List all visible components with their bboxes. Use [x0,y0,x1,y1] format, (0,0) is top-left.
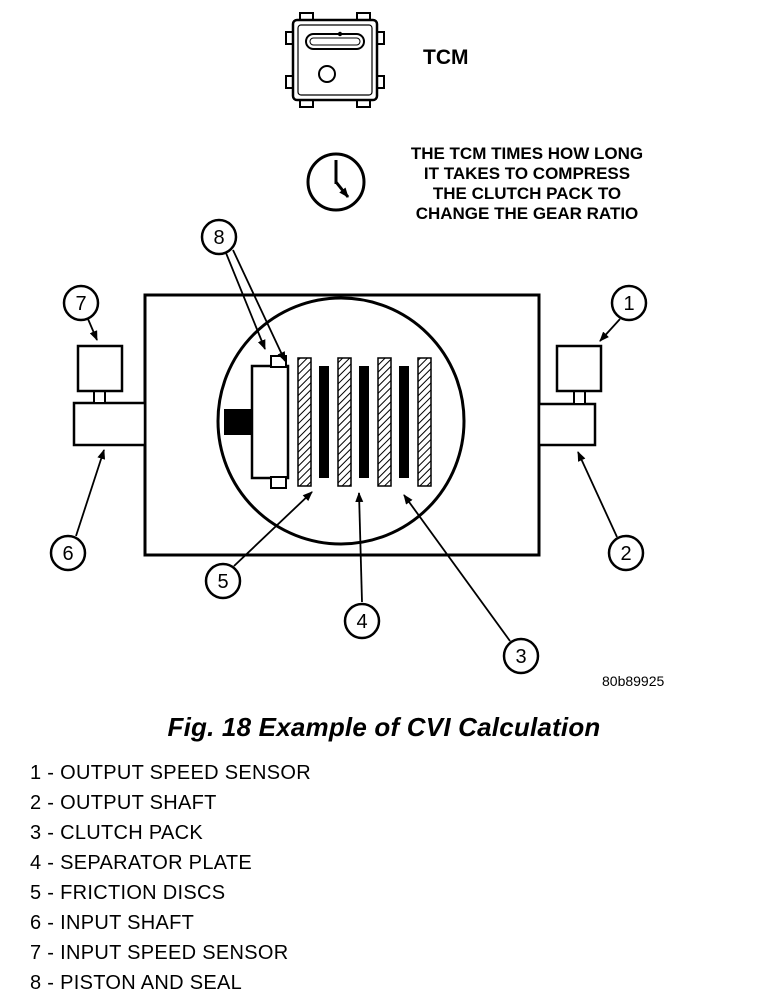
arrow-1 [599,318,621,342]
separator-plate-3 [399,366,409,478]
callout-number-7: 7 [75,293,86,315]
callout-circle-1 [610,284,648,322]
separator-plate-2 [359,366,369,478]
friction-disc-1 [297,357,312,487]
friction-disc-2 [337,357,352,487]
apply-rod [224,409,254,435]
legend-item-4: 4 - SEPARATOR PLATE [30,852,253,874]
arrow-3 [403,494,511,642]
callout-circle-3 [502,637,540,675]
callout-2: 2 [607,534,645,572]
legend-item-3: 3 - CLUTCH PACK [30,822,204,844]
arrow-7 [87,318,98,341]
tcm-connector-slot-inner [309,37,361,46]
figure-part-number: 80b89925 [602,673,665,689]
callout-circle-4 [343,602,381,640]
piston-body [250,364,290,480]
callout-number-2: 2 [620,543,631,565]
callout-6: 6 [49,534,87,572]
callout-number-6: 6 [62,543,73,565]
tcm-label: TCM [423,46,469,69]
piston-seal-bottom [270,476,287,489]
callout-4: 4 [343,602,381,640]
clock-icon [306,152,366,212]
figure-caption: Fig. 18 Example of CVI Calculation [167,712,601,742]
shafts-and-sensors [72,344,603,447]
friction-disc-3 [377,357,392,487]
callout-number-8: 8 [213,227,224,249]
callout-8: 8 [200,218,238,256]
clutch-pack [297,357,432,487]
tcm-note: THE TCM TIMES HOW LONG IT TAKES TO COMPR… [411,144,643,223]
legend-item-1: 1 - OUTPUT SPEED SENSOR [30,762,312,784]
legend-item-5: 5 - FRICTION DISCS [30,882,226,904]
legend-item-7: 7 - INPUT SPEED SENSOR [30,942,289,964]
arrow-8a [225,252,266,350]
cvi-diagram: TCM THE TCM TIMES HOW LONG IT TAKES TO C… [49,12,665,689]
note-line-1: THE TCM TIMES HOW LONG [411,144,643,163]
output-speed-sensor [555,344,603,393]
callout-number-1: 1 [623,293,634,315]
note-line-3: THE CLUTCH PACK TO [433,184,621,203]
callouts: 8 7 1 6 2 5 4 [49,218,648,675]
arrow-6 [75,449,106,537]
legend: 1 - OUTPUT SPEED SENSOR 2 - OUTPUT SHAFT… [30,758,311,998]
callout-circle-2 [607,534,645,572]
clock-hand-arrow [334,181,350,198]
callout-number-3: 3 [515,646,526,668]
arrow-5 [233,491,313,567]
note-line-4: CHANGE THE GEAR RATIO [416,204,639,223]
arrow-8b [232,249,286,362]
callout-1: 1 [610,284,648,322]
callout-number-4: 4 [356,611,367,633]
callout-7: 7 [62,284,100,322]
tcm-module-icon [285,12,385,108]
separator-plate-1 [319,366,329,478]
callout-circle-6 [49,534,87,572]
input-speed-sensor [76,344,124,393]
callout-circle-8 [200,218,238,256]
arrow-4 [355,492,364,603]
callout-circle-7 [62,284,100,322]
tcm-round-connector [318,65,336,83]
input-shaft [72,401,147,447]
output-shaft [537,402,597,447]
output-sensor-stem [573,390,586,405]
piston-and-seal [224,355,290,489]
input-sensor-stem [93,390,106,404]
callout-circle-5 [204,562,242,600]
tcm-dot [337,31,343,37]
callout-3: 3 [502,637,540,675]
callout-5: 5 [204,562,242,600]
note-line-2: IT TAKES TO COMPRESS [424,164,630,183]
arrow-2 [577,451,618,538]
callout-arrows [75,249,621,642]
legend-item-6: 6 - INPUT SHAFT [30,912,195,934]
legend-item-2: 2 - OUTPUT SHAFT [30,792,217,814]
callout-number-5: 5 [217,571,228,593]
friction-disc-4 [417,357,432,487]
legend-item-8: 8 - PISTON AND SEAL [30,972,243,994]
